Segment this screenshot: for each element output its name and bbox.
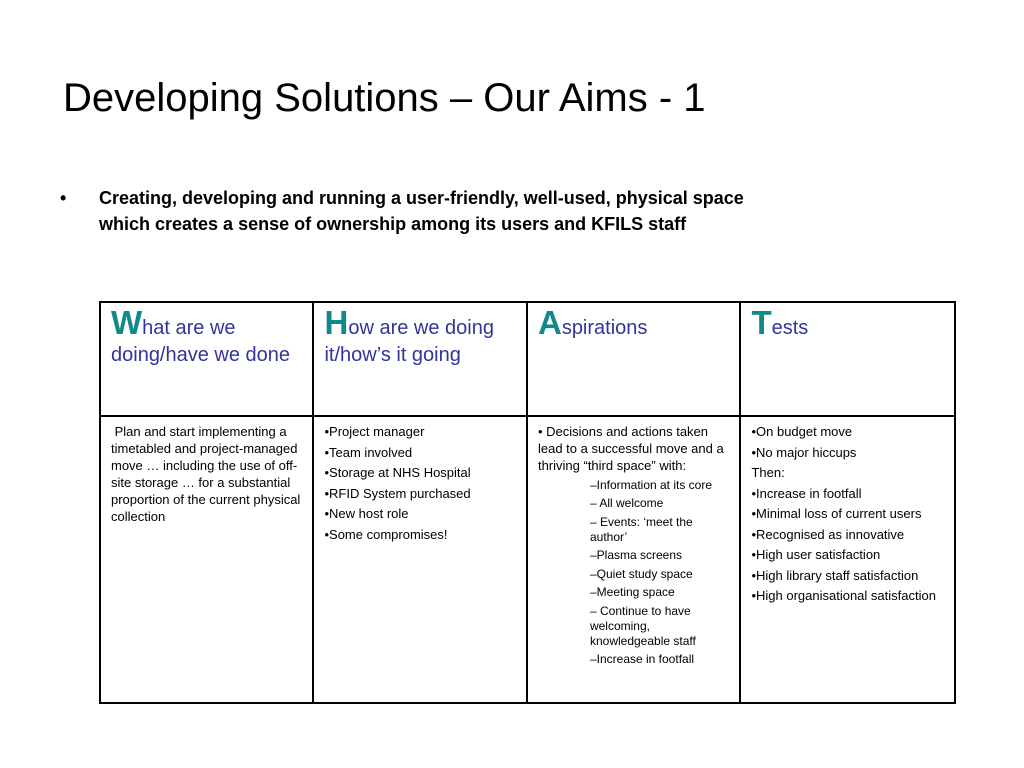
- cell-what: Plan and start implementing a timetabled…: [98, 415, 315, 704]
- sub-list-item: –Increase in footfall: [589, 652, 695, 666]
- table-header-row: What are we doing/have we done How are w…: [98, 301, 956, 417]
- sub-list-item: – Events: ‘meet the author’: [589, 514, 693, 544]
- sub-list-item: –Quiet study space: [589, 566, 693, 581]
- list-item: •Storage at NHS Hospital: [324, 465, 471, 480]
- list-item: •New host role: [324, 506, 409, 521]
- list-item: •No major hiccups: [751, 444, 857, 460]
- header-how: How are we doing it/how’s it going: [312, 301, 528, 417]
- what-text: Plan and start implementing a timetabled…: [111, 424, 304, 524]
- slide-title: Developing Solutions – Our Aims - 1: [63, 76, 706, 120]
- cell-aspirations: • Decisions and actions taken lead to a …: [525, 415, 742, 704]
- aspirations-intro: • Decisions and actions taken lead to a …: [537, 424, 724, 473]
- list-item: Then:: [751, 465, 785, 480]
- header-initial: W: [111, 304, 143, 341]
- list-item: •High organisational satisfaction: [751, 588, 936, 603]
- list-item: •Recognised as innovative: [751, 526, 905, 542]
- list-item: •On budget move: [751, 424, 853, 439]
- header-aspirations: Aspirations: [525, 301, 742, 417]
- list-item: •RFID System purchased: [324, 485, 471, 501]
- header-rest: ests: [771, 317, 809, 339]
- header-initial: A: [537, 304, 562, 341]
- table-body-row: Plan and start implementing a timetabled…: [98, 415, 956, 704]
- header-initial: H: [324, 304, 349, 341]
- header-rest: hat are we doing/have we done: [111, 317, 291, 366]
- header-rest: ow are we doing it/how’s it going: [324, 317, 494, 366]
- bullet-text: Creating, developing and running a user-…: [99, 188, 744, 234]
- sub-list-item: – All welcome: [589, 496, 664, 510]
- header-tests: Tests: [739, 301, 956, 417]
- sub-list-item: – Continue to have welcoming, knowledgea…: [589, 603, 696, 648]
- header-initial: T: [751, 304, 772, 341]
- header-what: What are we doing/have we done: [98, 301, 315, 417]
- bullet-marker: •: [60, 188, 67, 208]
- list-item: •Increase in footfall: [751, 485, 862, 501]
- sub-list-item: –Plasma screens: [589, 548, 683, 562]
- header-rest: spirations: [561, 317, 648, 339]
- list-item: •Minimal loss of current users: [751, 506, 922, 521]
- list-item: •Some compromises!: [324, 526, 448, 542]
- list-item: •High user satisfaction: [751, 547, 881, 562]
- list-item: •Project manager: [324, 424, 425, 439]
- list-item: •High library staff satisfaction: [751, 567, 919, 583]
- aims-table: What are we doing/have we done How are w…: [98, 301, 956, 704]
- sub-list-item: –Meeting space: [589, 585, 675, 599]
- list-item: •Team involved: [324, 444, 413, 460]
- cell-tests: •On budget move •No major hiccups Then: …: [739, 415, 956, 704]
- sub-list-item: –Information at its core: [589, 477, 713, 492]
- cell-how: •Project manager •Team involved •Storage…: [312, 415, 528, 704]
